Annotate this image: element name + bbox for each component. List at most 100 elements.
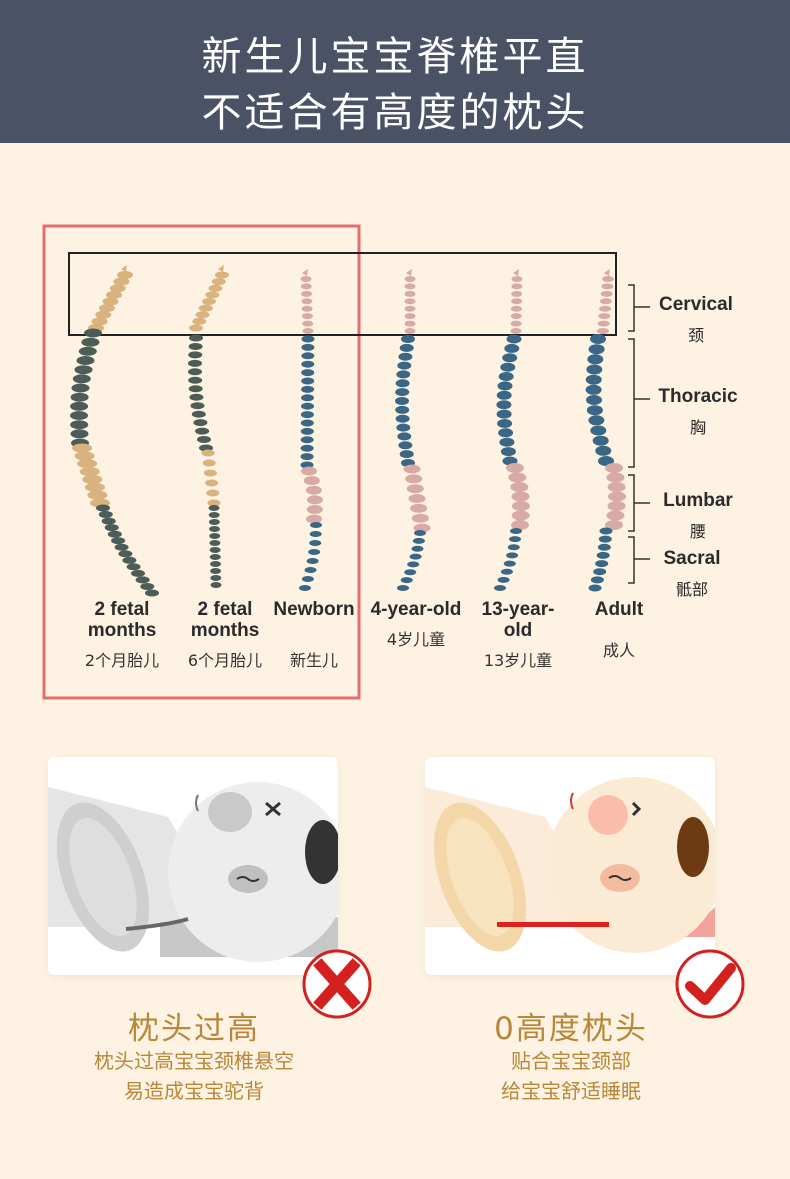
vertebra: [597, 320, 610, 327]
caption-title-high-pillow: 枕头过高: [128, 1011, 260, 1047]
vertebra: [401, 335, 415, 343]
vertebra: [118, 550, 133, 558]
vertebra: [414, 530, 426, 536]
vertebra: [70, 392, 89, 402]
vertebra: [302, 320, 314, 327]
vertebra: [304, 567, 317, 573]
vertebra: [301, 305, 313, 312]
vertebra: [510, 313, 522, 320]
vertebra: [411, 545, 424, 552]
vertebra: [506, 463, 524, 473]
vertebra: [588, 415, 605, 426]
vertebra: [595, 445, 612, 456]
vertebra: [511, 510, 530, 521]
vertebra: [397, 361, 412, 370]
vertebra: [511, 283, 523, 290]
cross-icon: [302, 949, 372, 1019]
caption-title-zero-pillow: 0高度枕头: [494, 1011, 648, 1047]
vertebra: [310, 522, 322, 528]
vertebra: [300, 411, 314, 419]
vertebra: [586, 364, 603, 375]
vertebra: [135, 576, 150, 584]
vertebra: [411, 513, 429, 523]
vertebra: [510, 328, 522, 334]
bracket-cervical: [628, 284, 650, 332]
region-label-thoracic: Thoracic 胸: [658, 386, 738, 437]
vertebra: [399, 450, 414, 459]
vertebra: [81, 337, 100, 347]
skull-tip-marker: [513, 269, 519, 276]
skull-tip-marker: [121, 265, 127, 272]
vertebra: [188, 351, 203, 359]
vertebra: [602, 276, 614, 282]
vertebra: [209, 547, 221, 553]
baby-flat-pillow-illustration: [425, 777, 715, 975]
vertebra: [303, 476, 320, 486]
vertebra: [140, 583, 155, 590]
vertebra: [597, 543, 611, 551]
vertebra: [208, 519, 220, 525]
vertebra: [397, 585, 409, 591]
vertebra: [496, 400, 512, 410]
skull-tip-marker: [406, 269, 412, 276]
flat-pillow: [545, 907, 715, 937]
vertebra: [404, 290, 416, 297]
vertebra: [596, 551, 610, 559]
skull-tip-marker: [302, 269, 308, 276]
vertebra: [202, 459, 216, 467]
vertebra: [605, 520, 623, 530]
spine-stage-1: [70, 265, 159, 597]
vertebra: [302, 328, 314, 334]
vertebra: [408, 494, 426, 503]
vertebra: [497, 576, 510, 583]
vertebra: [306, 504, 323, 514]
vertebra: [306, 558, 319, 564]
vertebra: [404, 305, 416, 312]
vertebra: [300, 283, 312, 290]
vertebra: [503, 560, 516, 567]
card-high-pillow: [48, 757, 338, 975]
vertebra: [586, 405, 603, 416]
vertebra: [210, 568, 222, 574]
vertebra: [305, 485, 322, 495]
vertebra: [82, 474, 103, 484]
bracket-lumbar: [628, 474, 650, 532]
stage-label-4-year-old: 4-year-old 4岁儿童: [370, 599, 462, 649]
vertebra: [191, 410, 206, 418]
vertebra: [399, 343, 414, 352]
vertebra: [206, 489, 220, 497]
region-label-cervical: Cervical 颈: [659, 294, 733, 345]
vertebra: [510, 305, 522, 312]
vertebra: [585, 384, 602, 395]
header-banner: 新生儿宝宝脊椎平直 不适合有高度的枕头: [0, 0, 790, 143]
vertebra: [404, 313, 416, 320]
vertebra: [126, 563, 141, 571]
vertebra: [500, 362, 516, 372]
vertebra: [404, 569, 417, 576]
vertebra: [511, 276, 523, 282]
vertebra: [301, 313, 313, 320]
stage-label-newborn: Newborn 新生儿: [273, 599, 355, 670]
vertebra: [106, 290, 123, 299]
skull-tip-marker: [218, 265, 224, 272]
vertebra: [407, 561, 420, 568]
vertebra: [308, 549, 321, 555]
vertebra: [205, 479, 219, 487]
vertebra: [606, 510, 625, 521]
vertebra: [404, 320, 416, 327]
vertebra: [210, 575, 222, 581]
vertebra: [189, 393, 204, 401]
vertebra: [104, 524, 119, 532]
vertebra: [588, 584, 602, 592]
vertebra: [590, 425, 607, 436]
card-zero-height-pillow: [425, 757, 715, 975]
vertebra: [300, 419, 314, 427]
vertebra: [87, 490, 108, 500]
vertebra: [405, 474, 423, 484]
spine-stage-6: [585, 269, 626, 592]
check-badge: [674, 948, 746, 1024]
vertebra: [74, 451, 95, 461]
vertebra: [406, 484, 424, 494]
vertebra: [101, 517, 116, 525]
vertebra: [78, 346, 97, 356]
